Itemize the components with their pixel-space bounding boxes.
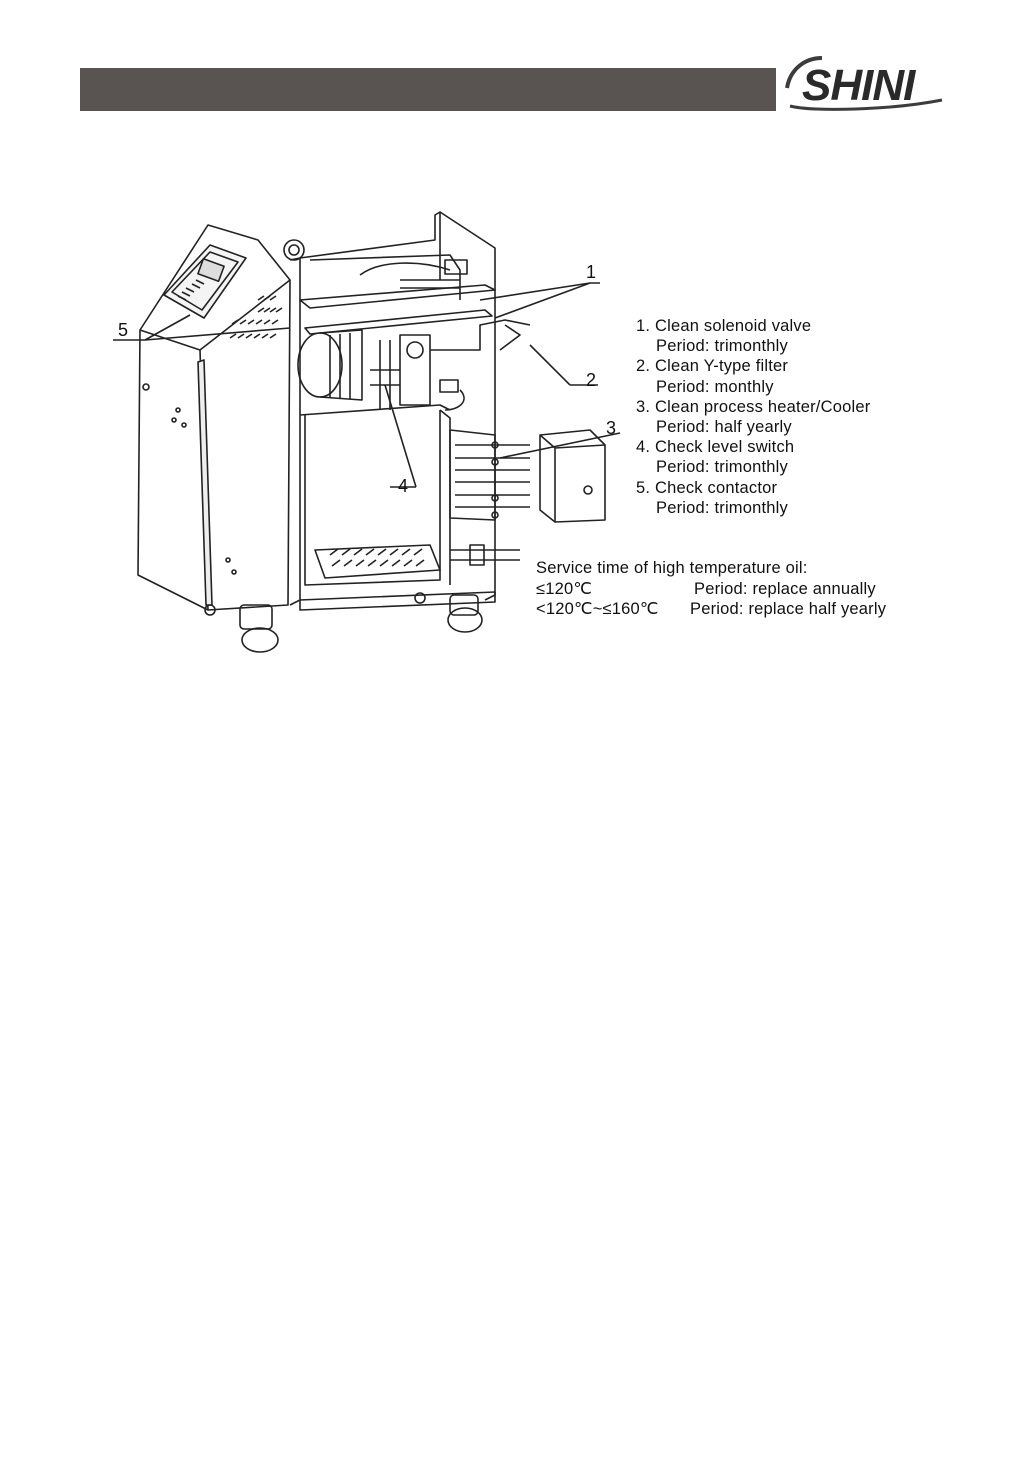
service-row: <120℃~≤160℃ Period: replace half yearly [536, 599, 886, 620]
item-number: 4. [636, 438, 651, 457]
maintenance-item: 1. Clean solenoid valve Period: trimonth… [636, 316, 870, 356]
temperature-range: <120℃~≤160℃ [536, 600, 659, 618]
item-period: Period: trimonthly [656, 498, 788, 517]
callout-5: 5 [118, 320, 129, 340]
item-period: Period: trimonthly [656, 458, 788, 477]
item-number: 2. [636, 357, 651, 376]
machine-diagram: 1 2 3 4 5 [100, 200, 630, 660]
logo-text: SHINI [802, 61, 916, 110]
item-period: Period: half yearly [656, 418, 792, 437]
callout-1: 1 [586, 262, 597, 282]
maintenance-item: 3. Clean process heater/Cooler Period: h… [636, 397, 870, 437]
callout-2: 2 [586, 370, 597, 390]
item-number: 3. [636, 397, 651, 416]
maintenance-list: 1. Clean solenoid valve Period: trimonth… [636, 316, 870, 518]
item-task: Clean process heater/Cooler [654, 397, 871, 416]
item-period: Period: monthly [656, 377, 774, 396]
callout-3: 3 [606, 418, 617, 438]
replace-period: Period: replace half yearly [690, 600, 887, 618]
item-number: 5. [636, 478, 651, 497]
item-task: Check level switch [654, 438, 795, 457]
maintenance-item: 5. Check contactor Period: trimonthly [636, 478, 870, 518]
header-bar [80, 68, 776, 111]
item-task: Check contactor [654, 478, 778, 497]
service-time-title: Service time of high temperature oil: [536, 559, 808, 577]
maintenance-item: 4. Check level switch Period: trimonthly [636, 437, 870, 477]
callout-4: 4 [398, 476, 409, 496]
replace-period: Period: replace annually [694, 579, 876, 598]
service-time-block: Service time of high temperature oil: ≤1… [536, 558, 886, 620]
item-number: 1. [636, 317, 651, 335]
temperature-range: ≤120℃ [536, 579, 593, 598]
item-task: Clean Y-type filter [654, 357, 789, 376]
item-period: Period: trimonthly [656, 337, 788, 356]
maintenance-item: 2. Clean Y-type filter Period: monthly [636, 356, 870, 396]
shini-logo: SHINI [782, 50, 952, 120]
item-task: Clean solenoid valve [654, 317, 812, 335]
service-row: ≤120℃ Period: replace annually [536, 579, 876, 600]
